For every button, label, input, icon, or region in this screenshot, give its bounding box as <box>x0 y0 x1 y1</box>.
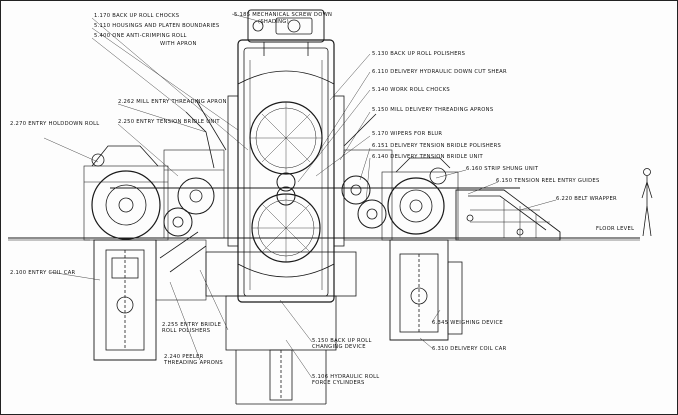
label-anti-crimping-roll-note: WITH APRON <box>160 41 197 47</box>
peeler-threading-apron <box>155 231 207 301</box>
label-delivery-shear: 6.110 DELIVERY HYDRAULIC DOWN CUT SHEAR <box>372 69 507 75</box>
label-entry-holddown-roll: 2.270 ENTRY HOLDDOWN ROLL <box>10 121 100 127</box>
delivery-bridle-unit <box>341 113 393 241</box>
backup-roll-bottom <box>251 193 321 263</box>
label-entry-threading-apron: 2.262 MILL ENTRY THREADING APRON <box>118 99 227 105</box>
label-mechanical-screw-down: 5.185 MECHANICAL SCREW DOWN <box>234 12 333 18</box>
label-floor-level: FLOOR LEVEL <box>596 226 635 232</box>
label-delivery-threading-aprons: 5.150 MILL DELIVERY THREADING APRONS <box>372 107 494 113</box>
entry-coil-car-pit <box>93 239 157 361</box>
label-entry-coil-car: 2.100 ENTRY COIL CAR <box>10 270 76 276</box>
label-belt-wrapper: 6.220 BELT WRAPPER <box>556 196 617 202</box>
label-delivery-bridle-unit: 6.140 DELIVERY TENSION BRIDLE UNIT <box>372 154 483 160</box>
label-tension-reel-entry-guides: 6.150 TENSION REEL ENTRY GUIDES <box>496 178 600 184</box>
human-figure <box>641 168 653 237</box>
entry-uncoiler <box>83 145 169 241</box>
label-backup-roll-changing-device: 5.150 BACK UP ROLL CHANGING DEVICE <box>312 338 372 350</box>
delivery-coil-car-pit <box>389 239 463 341</box>
label-backup-roll-polishers: 5.130 BACK UP ROLL POLISHERS <box>372 51 466 57</box>
label-hydraulic-cylinders: 5.106 HYDRAULIC ROLL FORCE CYLINDERS <box>312 374 380 386</box>
label-backup-roll-chocks: 1.170 BACK UP ROLL CHOCKS <box>94 13 180 19</box>
label-entry-bridle-unit: 2.250 ENTRY TENSION BRIDLE UNIT <box>118 119 220 125</box>
label-work-roll-chocks: 5.140 WORK ROLL CHOCKS <box>372 87 451 93</box>
belt-wrapper <box>455 189 561 241</box>
label-entry-bridle-polishers: 2.255 ENTRY BRIDLE ROLL POLISHERS <box>162 322 222 334</box>
label-delivery-bridle-polishers: 6.151 DELIVERY TENSION BRIDLE POLISHERS <box>372 143 502 149</box>
label-peeler-threading-aprons: 2.240 PEELER THREADING APRONS <box>164 354 223 366</box>
label-strip-shung-unit: 6.160 STRIP SHUNG UNIT <box>466 166 539 172</box>
backup-roll-top <box>249 101 323 175</box>
label-housings: 5.110 HOUSINGS AND PLATEN BOUNDARIES <box>94 23 220 29</box>
label-delivery-coil-car: 6.310 DELIVERY COIL CAR <box>432 346 507 352</box>
leader-lines <box>43 13 557 379</box>
label-mechanical-screw-down-note: (SHADING) <box>258 19 289 25</box>
label-weighing-device: 6.345 WEIGHING DEVICE <box>432 320 503 326</box>
label-wipers: 5.170 WIPERS FOR BLUR <box>372 131 443 137</box>
floor-line <box>8 237 640 241</box>
label-anti-crimping-roll: 5.400 ONE ANTI-CRIMPING ROLL <box>94 33 187 39</box>
tension-reel <box>381 157 459 241</box>
